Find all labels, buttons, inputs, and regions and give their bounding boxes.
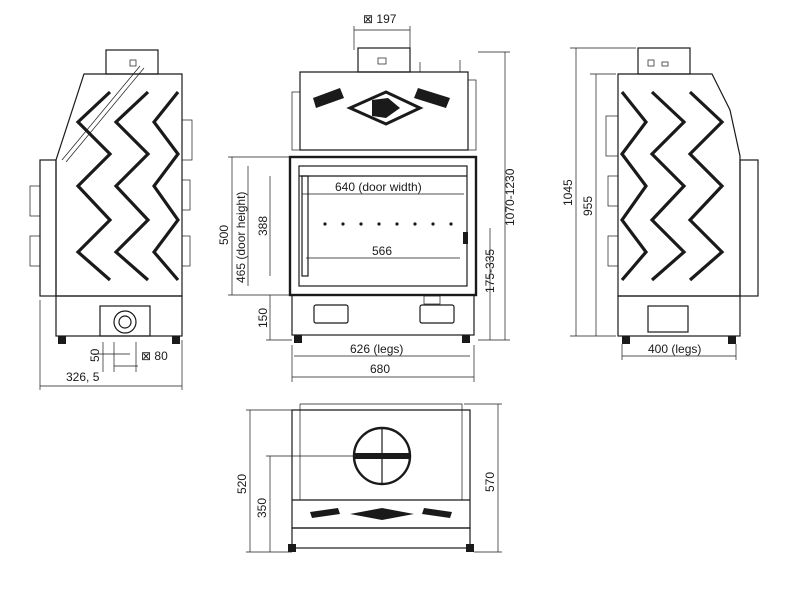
- front-base-drawer-right: [419, 304, 455, 324]
- front-base: [291, 294, 475, 336]
- top-flue-damper: [354, 453, 410, 459]
- left-side-view: 50 ⊠ 80 326, 5: [29, 49, 193, 390]
- front-view: ⊠ 197 640 (door width) 566 626 (legs) 68…: [217, 12, 517, 382]
- right-leg-back: [728, 336, 736, 344]
- dim-air-offset: 50: [88, 348, 102, 362]
- right-side-view: 1045 955 400 (legs): [561, 47, 759, 360]
- dim-height-range: 1070-1230: [503, 168, 517, 226]
- top-door-edge: [291, 527, 471, 549]
- left-fin-3: [151, 91, 180, 282]
- front-diamond-inner: [372, 98, 400, 118]
- dim-total-width: 680: [370, 362, 390, 376]
- dim-door-width: 640 (door width): [335, 180, 422, 194]
- front-air-holes: [323, 222, 453, 226]
- front-flue-marker: [377, 57, 387, 65]
- right-leg-front: [622, 336, 630, 344]
- right-fin-1: [620, 91, 649, 282]
- left-leg-back: [172, 336, 180, 344]
- dim-legs-front: 626 (legs): [350, 342, 403, 356]
- left-air-inlet: [113, 310, 137, 334]
- front-vent-right: [414, 88, 450, 108]
- dim-door-height: 465 (door height): [234, 192, 248, 283]
- dim-body-height: 955: [581, 196, 595, 216]
- right-base: [617, 295, 741, 337]
- front-diamond-vent: [346, 90, 424, 126]
- left-door-profile: [39, 159, 57, 297]
- dim-right-legs: 400 (legs): [648, 342, 701, 356]
- top-vent-left: [310, 508, 340, 518]
- front-leg-left: [294, 335, 302, 343]
- dim-inner-width: 566: [372, 244, 392, 258]
- right-fin-2: [649, 90, 687, 282]
- dim-opening-height: 500: [217, 225, 231, 245]
- dim-air-size: ⊠ 80: [141, 349, 168, 363]
- left-fin-2: [113, 90, 151, 282]
- dim-flue-offset: 350: [255, 498, 269, 518]
- dim-glass-height: 388: [256, 216, 270, 236]
- left-base: [55, 295, 183, 337]
- dim-base-height: 150: [256, 308, 270, 328]
- front-leg-right: [462, 335, 470, 343]
- dim-top-depth: 520: [235, 474, 249, 494]
- right-flue-outlet: [637, 47, 691, 75]
- front-flue-outlet: [357, 47, 411, 73]
- left-flue-outlet: [105, 49, 159, 75]
- right-door-profile: [739, 159, 759, 297]
- dim-flue: ⊠ 197: [363, 12, 397, 26]
- front-left-side-strip: [291, 91, 301, 151]
- right-base-box: [647, 305, 689, 333]
- top-vent-right: [422, 508, 452, 518]
- front-door-frame: [288, 155, 478, 297]
- front-door-glass: [298, 165, 468, 287]
- left-flue-pipe: [61, 65, 141, 161]
- left-air-box: [99, 305, 151, 337]
- front-base-lever: [423, 295, 441, 305]
- dim-top-total-depth: 570: [483, 472, 497, 492]
- dim-total-height: 1045: [561, 179, 575, 206]
- left-leg-front: [58, 336, 66, 344]
- front-door-handle: [463, 232, 468, 244]
- left-fin-1: [75, 90, 113, 282]
- front-door-hinge: [301, 175, 309, 277]
- front-base-drawer-left: [313, 304, 349, 324]
- front-vent-left: [313, 88, 344, 108]
- top-view: 520 350 570: [235, 403, 502, 553]
- dim-leg-range: 175-335: [483, 249, 497, 293]
- right-fin-3: [687, 90, 725, 282]
- dim-side-depth: 326, 5: [66, 370, 100, 384]
- front-right-side-strip: [467, 79, 477, 151]
- top-vent-center: [350, 508, 414, 520]
